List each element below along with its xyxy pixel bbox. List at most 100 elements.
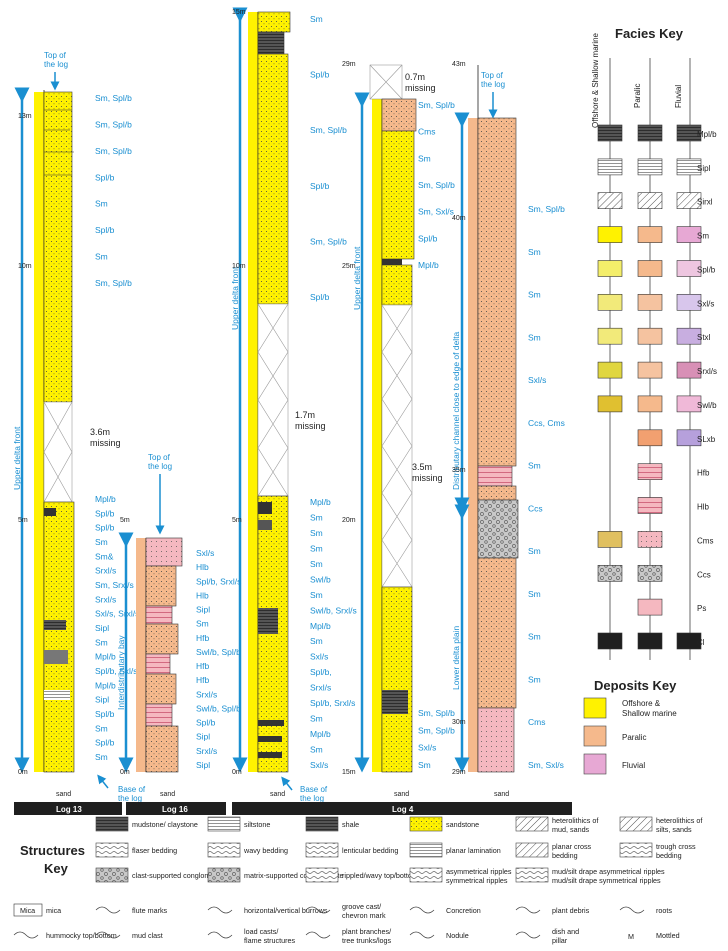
log13-facies-label: Sm, Srxl/s: [95, 580, 134, 590]
log4c-facies-label: Sm: [528, 589, 541, 599]
facies-key-title: Facies Key: [615, 26, 684, 41]
facies-key-label: Hlb: [697, 503, 710, 512]
log16-facies-label: Sipl: [196, 605, 210, 615]
structure-label: pillar: [552, 936, 568, 945]
log4b-depth-20: 20m: [342, 517, 356, 524]
log4c-facies-label: Sm: [528, 546, 541, 556]
structure-label: matrix-supported conglomerate: [244, 871, 343, 880]
facies-key-swatch: [637, 497, 663, 514]
facies-key-swatch: [676, 293, 702, 311]
log16-facies-label: Swl/b, Spl/b: [196, 647, 241, 657]
log13-depth-5: 5m: [18, 517, 28, 524]
log13-name-bar: [14, 802, 122, 815]
structure-symbol: [409, 906, 435, 914]
facies-key-swatch: [637, 158, 663, 176]
log4a-facies-label: Mpl/b: [310, 621, 331, 631]
structure-label: bedding: [656, 851, 682, 860]
structure-label: groove cast/: [342, 902, 381, 911]
log4a-facies-label: Sxl/s: [310, 652, 328, 662]
structure-swatch: [619, 816, 653, 832]
log4a-env-label: Upper delta front: [230, 266, 240, 330]
deposit-label-marine-1: Offshore &: [622, 699, 661, 708]
log4a-facies-label: Sm, Spl/b: [310, 125, 347, 135]
log4c-upper-column: [477, 117, 517, 467]
facies-key-label: Stxl: [697, 333, 711, 342]
facies-key-swatch: [637, 564, 663, 582]
log4c-facies-label: Sm: [528, 675, 541, 685]
log4a-facies-label: Spl/b: [310, 292, 330, 302]
facies-key-swatch: [676, 226, 702, 243]
log13-axis-sand: sand: [56, 791, 71, 798]
log16-name: Log 16: [162, 805, 188, 814]
facies-key-swatch: [676, 192, 702, 209]
log13-facies-label: Sm: [95, 723, 108, 733]
structure-swatch: [515, 816, 549, 832]
facies-key-label: Hfb: [697, 469, 710, 478]
log16-depth-5: 5m: [120, 517, 130, 524]
log4b-facies-label: Sm, Spl/b: [418, 100, 455, 110]
log16-facies-label: Hlb: [196, 590, 209, 600]
structure-symbol: [619, 906, 645, 914]
log13-name: Log 13: [56, 805, 82, 814]
log4c-env-label-a: Distributary channel close to edge of de…: [451, 331, 461, 490]
log13-facies-label: Srxl/s: [95, 594, 116, 604]
log4a-facies-label: Spl/b: [310, 181, 330, 191]
structure-label: plant branches/: [342, 927, 391, 936]
log16-facies-label: Sipl: [196, 760, 210, 770]
log4b-facies-label: Sxl/s: [418, 743, 436, 753]
facies-key-swatch: [637, 260, 663, 277]
log4b-env-label: Upper delta front: [352, 246, 362, 310]
log13-top-label-2: the log: [44, 60, 68, 69]
log4b-deposit-strip: [372, 98, 382, 772]
facies-key-swatch: [637, 429, 663, 447]
log4b-facies-label: Sm: [418, 760, 431, 770]
structure-label: chevron mark: [342, 911, 386, 920]
structure-label: bedding: [552, 851, 578, 860]
log4b-missing-box: [381, 304, 413, 588]
structure-label: mud, sands: [552, 825, 590, 834]
facies-key-swatch: [597, 327, 623, 345]
structure-label: Mottled: [656, 931, 680, 940]
log4a-depth-10: 10m: [232, 263, 246, 270]
structure-swatch: [95, 816, 129, 832]
facies-key-label: Cms: [697, 536, 713, 545]
structure-swatch: [13, 903, 43, 917]
facies-key-swatch: [637, 293, 663, 311]
facies-key-label: Srxl/s: [697, 367, 717, 376]
log4a-facies-label: Sm: [310, 543, 323, 553]
structure-symbol: [305, 931, 331, 939]
facies-key-swatch: [597, 192, 623, 209]
log-4-column-b: Upper delta front 29m 25m 20m 15m 0.7m m…: [342, 61, 455, 776]
structure-swatch: [619, 842, 653, 858]
facies-key-swatch: [597, 226, 623, 243]
structures-key-title-2: Key: [44, 861, 69, 876]
structure-label: mud clast: [132, 931, 163, 940]
log4b-facies-label: Cms: [418, 127, 435, 137]
log4b-missing-1: 0.7m: [405, 72, 425, 82]
structure-symbol: [207, 906, 233, 914]
structure-label: silts, sands: [656, 825, 692, 834]
log4b-axis-sand: sand: [394, 791, 409, 798]
structure-label: roots: [656, 906, 672, 915]
log4c-facies-label: Sm, Sxl/s: [528, 760, 564, 770]
log4c-facies-label: Sm, Spl/b: [528, 204, 565, 214]
facies-key-swatch: [597, 293, 623, 311]
facies-key: Facies Key Offshore & Shallow marine Par…: [591, 26, 717, 660]
facies-key-swatch: [597, 564, 623, 582]
deposit-swatch-marine: [583, 697, 607, 719]
facies-key-swatch: [676, 158, 702, 176]
facies-key-label: Cl: [697, 638, 705, 647]
facies-key-swatch: [637, 395, 663, 413]
facies-col-fluvial: Fluvial: [674, 85, 683, 108]
log16-facies-label: Hlb: [196, 562, 209, 572]
structure-swatch: [515, 842, 549, 858]
structure-label: plant debris: [552, 906, 590, 915]
structure-label: mudstone/ claystone: [132, 820, 198, 829]
facies-key-label: SLxb: [697, 435, 716, 444]
deposit-label-fluvial: Fluvial: [622, 761, 645, 770]
log4a-facies-label: Sm: [310, 559, 323, 569]
log4a-missing-1: 1.7m: [295, 410, 315, 420]
log4a-facies-label: Mpl/b: [310, 497, 331, 507]
facies-key-swatch: [597, 531, 623, 548]
facies-key-swatch: [637, 192, 663, 209]
